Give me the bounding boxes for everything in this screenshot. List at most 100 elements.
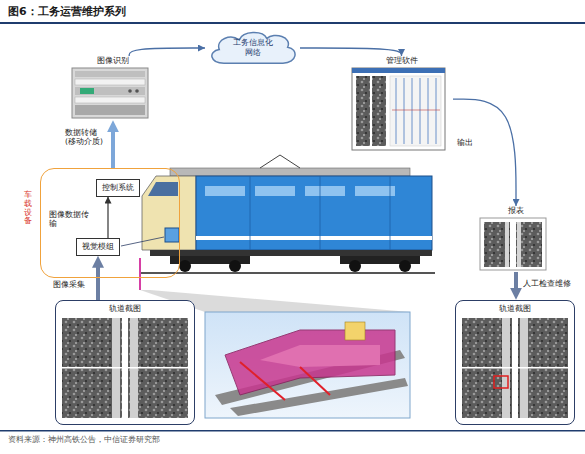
locomotive-part (148, 182, 178, 196)
edge-label: 图像采集 (52, 280, 88, 289)
edge-label-holder: 人工检查维修 (522, 279, 572, 288)
connector-arrow (111, 125, 115, 168)
node-label: 图像识别 (68, 56, 158, 66)
locomotive-part (260, 155, 300, 168)
edge-label-holder: 数据转储 (移动介质) (64, 128, 104, 146)
connector-arrow (129, 48, 205, 56)
software-node: 管理软件 (350, 56, 453, 152)
locomotive-part (355, 186, 395, 196)
equipment-rack-part (75, 79, 145, 85)
laser-beam-part (139, 258, 141, 290)
locomotive-part (140, 272, 435, 274)
laser-scan-figure-part (345, 322, 365, 340)
edge-label-holder: 图像采集 (52, 280, 88, 289)
locomotive-part (196, 236, 432, 240)
connector-arrow (96, 261, 100, 300)
locomotive-part (121, 237, 164, 246)
connector-arrow (300, 48, 402, 56)
software-screenshot-part (420, 78, 421, 144)
report-sheet-part (480, 218, 546, 270)
equipment-rack-part (72, 68, 148, 118)
node-label: 工务信息化网络 (232, 38, 274, 57)
locomotive-part (320, 176, 321, 250)
track-images-left-part (62, 367, 188, 369)
software-screenshot-part (436, 78, 437, 144)
software-screenshot-part (356, 76, 370, 146)
locomotive-part (196, 176, 432, 250)
title-text: 图6：工务运营维护系列 (8, 5, 126, 18)
laser-scan-figure-part (225, 330, 395, 395)
track-images-right-part (462, 367, 568, 369)
software-screenshot-part (352, 68, 445, 150)
network-cloud: 工务信息化网络 (205, 28, 300, 68)
report-node: 报表 (478, 206, 554, 272)
process-box: 视觉模组 (76, 238, 120, 256)
node-label: 控制系统 (102, 183, 134, 193)
track-panel: 轨道截图 (55, 300, 195, 425)
software-screenshot-part (392, 110, 440, 111)
laser-scan-figure-part (260, 345, 380, 367)
region-label: 车载设备 (24, 191, 32, 226)
process-box: 控制系统 (96, 179, 140, 197)
caption-text: 资料来源：神州高铁公告，中信证券研究部 (8, 435, 160, 445)
report-sheet-part (516, 222, 542, 267)
locomotive-part (142, 176, 196, 250)
locomotive-part (205, 186, 245, 196)
software-screenshot-part (428, 78, 429, 144)
report-sheet-part (505, 222, 509, 267)
software-screenshot (352, 68, 445, 150)
track-images-right-part (494, 376, 508, 388)
node-label: 轨道截图 (107, 304, 143, 314)
equipment-rack-part (75, 71, 145, 77)
connector-arrow (514, 272, 518, 295)
locomotive (121, 155, 435, 274)
software-screenshot-part (396, 78, 397, 144)
title-rule-part (0, 22, 585, 24)
equipment-rack-part (75, 97, 145, 103)
locomotive-part (150, 250, 432, 256)
track-images-left (55, 300, 195, 425)
software-screenshot-part (412, 78, 413, 144)
edge-label: 数据转储 (移动介质) (64, 128, 104, 146)
equipment-rack-part (75, 105, 145, 115)
locomotive-part (399, 260, 411, 272)
locomotive-part (179, 260, 191, 272)
locomotive-part (255, 186, 295, 196)
locomotive-part (229, 260, 241, 272)
software-screenshot-part (352, 68, 445, 73)
connector-arrow (107, 197, 108, 238)
caption-rule-part (0, 430, 585, 432)
track-panel: 轨道截图 (455, 300, 575, 425)
equipment-node: 图像识别 (68, 56, 158, 120)
track-images-right-part (455, 300, 575, 425)
title-rule (0, 22, 585, 24)
laser-scan-figure (205, 312, 410, 418)
equipment-rack (72, 68, 148, 118)
laser-scan-figure-part (300, 367, 330, 395)
equipment-rack-part (75, 87, 145, 95)
node-label: 视觉模组 (82, 242, 114, 252)
node-label: 管理软件 (350, 56, 453, 66)
locomotive-part (170, 168, 410, 176)
edge-label-holder: 输出 (456, 138, 480, 147)
edge-label: 人工检查维修 (522, 279, 572, 288)
connector-arrow (453, 99, 516, 206)
cloud-shape (212, 33, 295, 64)
equipment-rack-part (128, 89, 132, 93)
report-sheet-part (484, 222, 510, 267)
title-holder: 图6：工务运营维护系列 (8, 5, 126, 18)
report-sheet-part (517, 222, 521, 267)
edge-label-holder: 图像数据传输 (48, 210, 96, 228)
node-label: 轨道截图 (497, 304, 533, 314)
software-screenshot-part (404, 78, 405, 144)
report-sheet (480, 218, 546, 270)
laser-scan-figure-part (205, 312, 410, 418)
locomotive-part (165, 228, 179, 242)
software-screenshot-part (390, 76, 441, 146)
software-screenshot-part (372, 76, 386, 146)
edge-label: 输出 (456, 138, 480, 147)
caption-rule (0, 430, 585, 432)
node-label: 报表 (478, 206, 554, 216)
caption-holder: 资料来源：神州高铁公告，中信证券研究部 (8, 435, 160, 445)
